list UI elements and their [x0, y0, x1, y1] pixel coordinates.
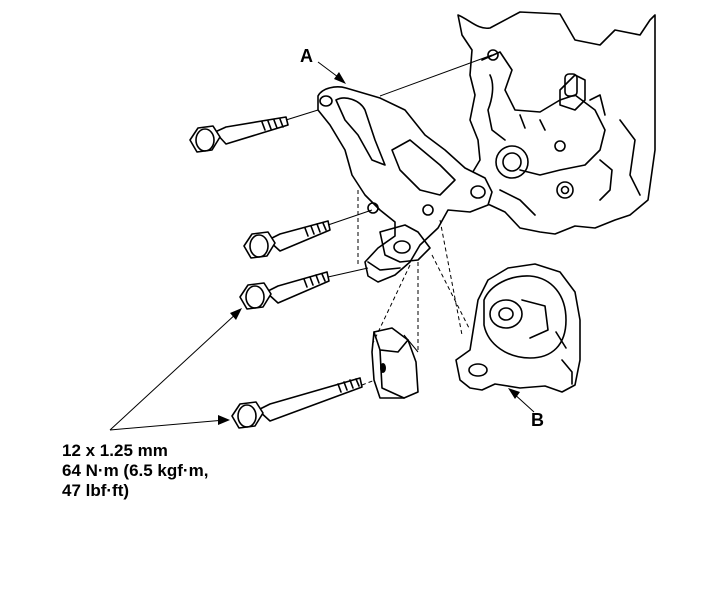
spec-bolt-size: 12 x 1.25 mm: [62, 441, 168, 460]
engine-mount-b: [455, 263, 581, 393]
spec-torque-lbf: 47 lbf·ft): [62, 481, 130, 500]
bolt-middle-2: [239, 271, 330, 310]
spec-torque-nm: 64 N·m (6.5 kgf·m,: [62, 461, 209, 480]
label-a: A: [300, 46, 313, 66]
alignment-lines: [285, 54, 493, 386]
mount-bracket-a: [317, 86, 493, 283]
torque-spec-callout: 12 x 1.25 mm 64 N·m (6.5 kgf·m, 47 lbf·f…: [62, 441, 208, 501]
bolt-top: [189, 116, 289, 153]
bolt-long: [231, 377, 363, 429]
leader-arrows: [109, 61, 535, 431]
rubber-stopper: [371, 327, 419, 399]
bolt-middle-1: [243, 220, 331, 259]
label-b: B: [531, 410, 544, 430]
transmission-housing: [457, 11, 656, 235]
